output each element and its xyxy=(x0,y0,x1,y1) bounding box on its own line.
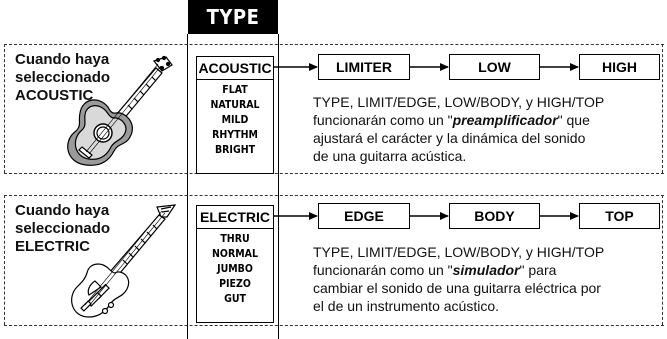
electric-option: THRU xyxy=(220,233,250,245)
electric-option: GUT xyxy=(224,293,246,305)
acoustic-label-line1: Cuando haya xyxy=(15,51,110,68)
acoustic-desc-line4: de una guitarra acústica. xyxy=(313,148,467,164)
acoustic-option: RHYTHM xyxy=(212,129,258,141)
electric-desc-text: funcionarán como un " xyxy=(313,262,453,278)
acoustic-type-title: ACOUSTIC xyxy=(197,57,273,80)
electric-type-title: ELECTRIC xyxy=(197,206,273,229)
electric-section-label: Cuando haya seleccionado ELECTRIC xyxy=(15,202,110,256)
acoustic-type-options: FLAT NATURAL MILD RHYTHM BRIGHT xyxy=(197,80,273,158)
acoustic-desc-text: funcionarán como un " xyxy=(313,112,453,128)
acoustic-option: FLAT xyxy=(222,84,248,96)
electric-option: NORMAL xyxy=(212,248,258,260)
acoustic-label-line2: seleccionado xyxy=(15,69,111,86)
divider-top-acoustic xyxy=(4,44,664,45)
electric-description: TYPE, LIMIT/EDGE, LOW/BODY, y HIGH/TOP f… xyxy=(313,243,659,315)
limiter-box[interactable]: LIMITER xyxy=(318,54,410,80)
high-box[interactable]: HIGH xyxy=(579,54,660,80)
electric-option: JUMBO xyxy=(217,263,253,275)
electric-desc-line3: cambiar el sonido de una guitarra eléctr… xyxy=(313,280,601,296)
acoustic-option: BRIGHT xyxy=(214,144,256,156)
electric-label-line1: Cuando haya xyxy=(15,202,110,219)
acoustic-desc-text: " que xyxy=(557,112,590,128)
acoustic-desc-emphasis: preamplificador xyxy=(452,112,558,128)
electric-frame-left xyxy=(4,195,5,325)
acoustic-frame-right xyxy=(662,44,663,173)
acoustic-option: NATURAL xyxy=(210,99,260,111)
acoustic-guitar-icon xyxy=(67,55,173,166)
acoustic-label-line3: ACOUSTIC xyxy=(15,87,94,104)
divider-top-electric xyxy=(4,195,664,196)
electric-option: PIEZO xyxy=(219,278,251,290)
type-header: TYPE xyxy=(188,0,278,34)
electric-frame-right xyxy=(662,195,663,325)
acoustic-option: MILD xyxy=(221,114,249,126)
acoustic-description: TYPE, LIMIT/EDGE, LOW/BODY, y HIGH/TOP f… xyxy=(313,93,659,165)
body-box[interactable]: BODY xyxy=(449,203,540,229)
acoustic-section-label: Cuando haya seleccionado ACOUSTIC xyxy=(15,51,110,105)
electric-desc-emphasis: simulador xyxy=(452,262,520,278)
electric-label-line3: ELECTRIC xyxy=(15,238,90,255)
acoustic-type-box[interactable]: ACOUSTIC FLAT NATURAL MILD RHYTHM BRIGHT xyxy=(196,56,274,174)
acoustic-desc-line1: TYPE, LIMIT/EDGE, LOW/BODY, y HIGH/TOP xyxy=(313,94,605,110)
electric-desc-line2: funcionarán como un "simulador" para xyxy=(313,261,659,279)
low-box[interactable]: LOW xyxy=(449,54,540,80)
type-column-right-border xyxy=(278,34,279,339)
electric-type-options: THRU NORMAL JUMBO PIEZO GUT xyxy=(197,229,273,307)
electric-label-line2: seleccionado xyxy=(15,220,111,237)
acoustic-desc-line3: ajustará el carácter y la dinámica del s… xyxy=(313,130,586,146)
top-box[interactable]: TOP xyxy=(579,203,660,229)
edge-box[interactable]: EDGE xyxy=(318,203,410,229)
type-column-left-border xyxy=(187,34,188,339)
divider-bottom-electric xyxy=(4,325,664,326)
acoustic-frame-left xyxy=(4,44,5,173)
electric-desc-line4: el de un instrumento acústico. xyxy=(313,298,499,314)
divider-bottom-acoustic xyxy=(4,173,664,174)
electric-desc-text: " para xyxy=(519,262,557,278)
acoustic-desc-line2: funcionarán como un "preamplificador" qu… xyxy=(313,111,659,129)
electric-desc-line1: TYPE, LIMIT/EDGE, LOW/BODY, y HIGH/TOP xyxy=(313,244,605,260)
electric-guitar-icon xyxy=(71,204,177,318)
electric-type-box[interactable]: ELECTRIC THRU NORMAL JUMBO PIEZO GUT xyxy=(196,205,274,323)
